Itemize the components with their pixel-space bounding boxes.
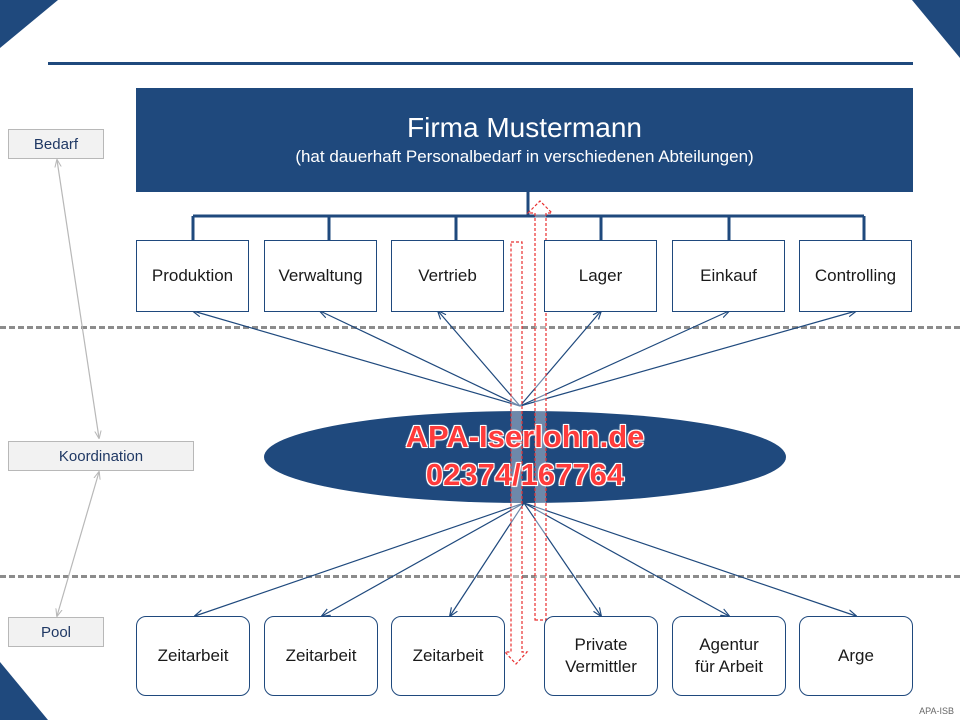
corner-decoration-top-left [0, 0, 58, 48]
arrows-to-pools [195, 502, 856, 616]
side-label-pool: Pool [8, 617, 104, 647]
pool-zeitarbeit-1: Zeitarbeit [136, 616, 250, 696]
department-vertrieb: Vertrieb [391, 240, 504, 312]
company-header: Firma Mustermann (hat dauerhaft Personal… [136, 88, 913, 192]
top-rule [48, 62, 913, 65]
department-einkauf: Einkauf [672, 240, 785, 312]
pool-label: Zeitarbeit [157, 646, 229, 665]
pool-label: Zeitarbeit [412, 646, 484, 665]
pool-label-2: Vermittler [565, 657, 637, 676]
dashed-separator-top [0, 326, 960, 329]
department-verwaltung: Verwaltung [264, 240, 377, 312]
company-subtitle: (hat dauerhaft Personalbedarf in verschi… [295, 147, 754, 166]
corner-decoration-bottom-left [0, 662, 48, 720]
pool-agentur-fuer-arbeit: Agentur für Arbeit [672, 616, 786, 696]
pool-arge: Arge [799, 616, 913, 696]
department-lager: Lager [544, 240, 657, 312]
department-controlling: Controlling [799, 240, 912, 312]
pool-label: Zeitarbeit [285, 646, 357, 665]
pool-label: Arge [838, 646, 874, 665]
side-label-koordination: Koordination [8, 441, 194, 471]
pool-zeitarbeit-3: Zeitarbeit [391, 616, 505, 696]
company-title: Firma Mustermann [407, 112, 642, 143]
footer-mark: APA-ISB [919, 706, 954, 716]
pool-label: Private [574, 635, 628, 654]
pool-label-2: für Arbeit [694, 657, 764, 676]
org-tree [191, 192, 866, 240]
corner-decoration-top-right [912, 0, 960, 58]
coordination-center: APA-Iserlohn.de 02374/167764 [264, 412, 786, 504]
arrows-to-departments [193, 311, 856, 407]
side-label-bedarf: Bedarf [8, 129, 104, 159]
pool-label: Agentur [699, 635, 759, 654]
coordination-ellipse [264, 411, 786, 503]
center-name: APA-Iserlohn.de [405, 419, 645, 454]
center-phone: 02374/167764 [425, 457, 625, 492]
department-produktion: Produktion [136, 240, 249, 312]
dashed-separator-bottom [0, 575, 960, 578]
side-arrows [57, 160, 99, 616]
pool-zeitarbeit-2: Zeitarbeit [264, 616, 378, 696]
